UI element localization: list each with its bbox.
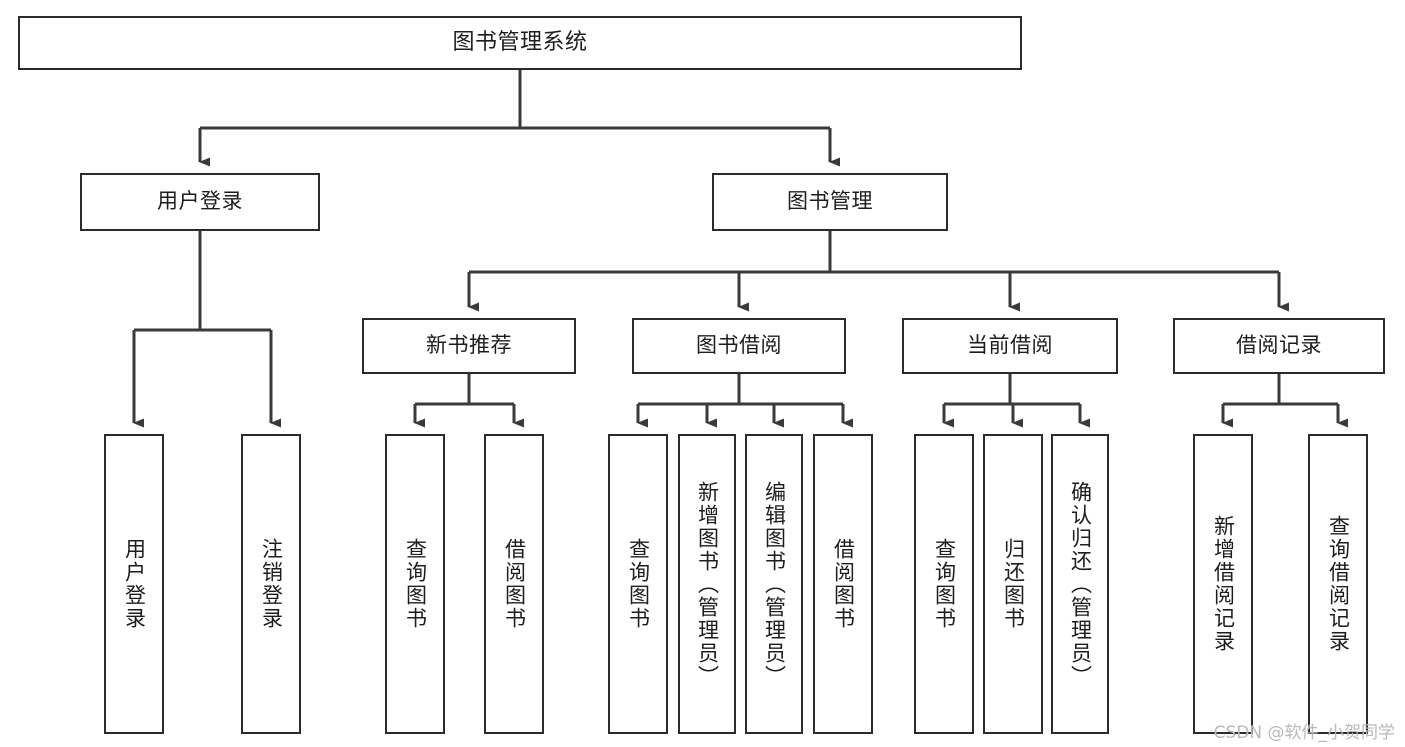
node-new-book-recommend[interactable]: 新书推荐: [362, 318, 576, 374]
node-label: 新书推荐: [426, 333, 512, 358]
node-leaf-borrow-book-2[interactable]: 借阅图书: [813, 434, 873, 734]
node-label: 查询图书: [626, 538, 651, 630]
node-label: 查询图书: [932, 538, 957, 630]
node-leaf-logout[interactable]: 注销登录: [241, 434, 301, 734]
node-label: 新增借阅记录: [1211, 515, 1236, 653]
node-leaf-query-book-2[interactable]: 查询图书: [608, 434, 668, 734]
node-leaf-query-book-1[interactable]: 查询图书: [385, 434, 445, 734]
node-leaf-edit-book[interactable]: 编辑图书（管理员）: [745, 434, 803, 734]
node-label: 注销登录: [259, 538, 284, 630]
node-leaf-return-book[interactable]: 归还图书: [983, 434, 1043, 734]
node-label: 用户登录: [122, 538, 147, 630]
node-leaf-add-record[interactable]: 新增借阅记录: [1193, 434, 1253, 734]
node-label: 当前借阅: [967, 333, 1053, 358]
node-book-borrow[interactable]: 图书借阅: [632, 318, 846, 374]
node-borrow-record[interactable]: 借阅记录: [1173, 318, 1385, 374]
node-label: 借阅记录: [1236, 333, 1322, 358]
node-label: 借阅图书: [502, 538, 527, 630]
node-book-management[interactable]: 图书管理: [712, 173, 948, 231]
node-leaf-query-book-3[interactable]: 查询图书: [914, 434, 974, 734]
node-label: 图书管理: [787, 189, 873, 214]
node-label: 图书管理系统: [452, 29, 588, 55]
watermark-label: CSDN @软件_小贺同学: [1213, 723, 1395, 743]
node-leaf-user-login[interactable]: 用户登录: [104, 434, 164, 734]
node-label: 查询借阅记录: [1326, 515, 1351, 653]
node-label: 编辑图书（管理员）: [762, 480, 787, 688]
node-label: 用户登录: [157, 189, 243, 214]
node-leaf-confirm-return[interactable]: 确认归还（管理员）: [1051, 434, 1109, 734]
node-label: 新增图书（管理员）: [695, 480, 720, 688]
node-user-login[interactable]: 用户登录: [80, 173, 320, 231]
node-leaf-add-book[interactable]: 新增图书（管理员）: [678, 434, 736, 734]
node-label: 确认归还（管理员）: [1068, 480, 1093, 688]
node-label: 查询图书: [403, 538, 428, 630]
node-label: 图书借阅: [696, 333, 782, 358]
node-label: 借阅图书: [831, 538, 856, 630]
node-leaf-borrow-book-1[interactable]: 借阅图书: [484, 434, 544, 734]
node-label: 归还图书: [1001, 538, 1026, 630]
node-leaf-query-record[interactable]: 查询借阅记录: [1308, 434, 1368, 734]
node-current-borrow[interactable]: 当前借阅: [902, 318, 1118, 374]
node-root[interactable]: 图书管理系统: [18, 16, 1022, 70]
